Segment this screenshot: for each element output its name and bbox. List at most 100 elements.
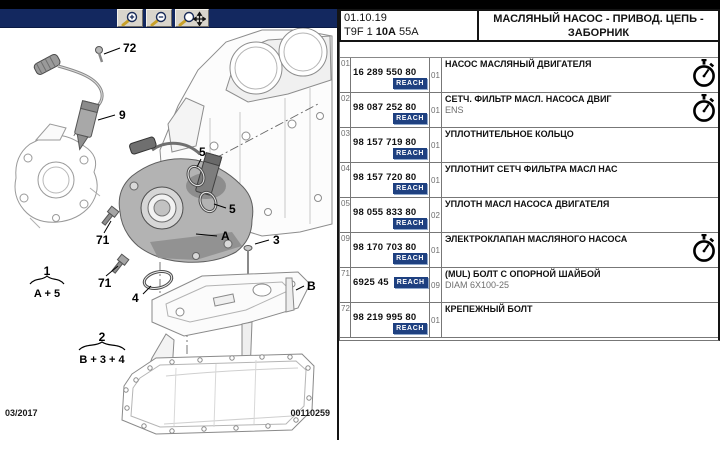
catalog-date: 01.10.19 [344,12,387,24]
table-row[interactable]: 01 16 289 550 80 REACH 01 НАСОС МАСЛЯНЫЙ… [340,58,718,93]
group-1-number: 1 [44,264,51,278]
o-ring-5a [186,164,206,188]
part-description: УПЛОТН МАСЛ НАСОСА ДВИГАТЕЛЯ [445,199,610,209]
pump-cable-connector [129,136,157,155]
parts-diagram-svg: 72 9 5 5 71 71 A 3 4 B 1 A + 5 2 B + 3 +… [14,27,333,435]
callout-labels: 72 9 5 5 71 71 A 3 4 B [96,41,316,305]
part-number: 98 157 720 80 [353,172,417,183]
part-ref: 09 [340,233,351,267]
zoom-out-icon [150,11,167,26]
part-ref: 05 [340,198,351,232]
table-row[interactable]: 09 98 170 703 80 REACH 01 ЭЛЕКТРОКЛАПАН … [340,233,718,268]
reach-badge[interactable]: REACH [393,253,427,264]
table-row[interactable]: 02 98 087 252 80 REACH 01 СЕТЧ. ФИЛЬТР М… [340,93,718,128]
part-ref: 72 [340,303,351,337]
catalog-header: 01.10.19 T9F 1 10A 55A МАСЛЯНЫЙ НАСОС - … [339,9,720,42]
callout-b: B [307,279,316,293]
reach-badge[interactable]: REACH [393,78,427,89]
part-number-cell: 98 087 252 80 REACH [351,93,430,127]
table-row[interactable]: 03 98 157 719 80 REACH 01 УПЛОТНИТЕЛЬНОЕ… [340,128,718,163]
callout-4: 4 [132,291,139,305]
part-description: УПЛОТНИТ СЕТЧ ФИЛЬТРА МАСЛ НАС [445,164,618,174]
top-black-bar [0,0,720,9]
part-qty: 01 [430,303,442,337]
part-description: ЭЛЕКТРОКЛАПАН МАСЛЯНОГО НАСОСА [445,234,628,244]
zoom-pan-icon [178,10,206,26]
group-2-number: 2 [99,330,106,344]
bolt-72 [95,46,104,63]
table-row[interactable]: 05 98 055 833 80 REACH 02 УПЛОТН МАСЛ НА… [340,198,718,233]
reach-badge[interactable]: REACH [393,148,427,159]
part-number: 98 087 252 80 [353,102,417,113]
callout-a: A [221,229,230,243]
part-number: 98 055 833 80 [353,207,417,218]
drawing-number: 00110259 [290,408,330,418]
part-description-cell: КРЕПЕЖНЫЙ БОЛТ [442,303,718,337]
parts-table: 01 16 289 550 80 REACH 01 НАСОС МАСЛЯНЫЙ… [339,42,720,341]
part-number: 6925 45 [353,277,389,288]
part-qty: 01 [430,58,442,92]
zoom-out-button[interactable] [146,9,172,27]
reach-badge[interactable]: REACH [393,183,427,194]
catalog-reference: 01.10.19 T9F 1 10A 55A [341,11,479,40]
part-number-cell: 6925 45 REACH [351,268,430,302]
part-qty: 02 [430,198,442,232]
oil-pump-housing-outline [14,123,101,229]
part-description-cell: НАСОС МАСЛЯНЫЙ ДВИГАТЕЛЯ [442,58,718,92]
part-number-cell: 98 055 833 80 REACH [351,198,430,232]
group-2-brace [78,341,126,351]
part-number: 98 219 995 80 [353,312,417,323]
part-description-cell: (MUL) БОЛТ С ОПОРНОЙ ШАЙБОЙ DIAM 6X100-2… [442,268,718,302]
zoom-in-button[interactable] [117,9,143,27]
oil-pan [121,353,315,435]
table-row[interactable]: 71 6925 45 REACH 09 (MUL) БОЛТ С ОПОРНОЙ… [340,268,718,303]
cable-connector [33,53,61,75]
part-description-sub: ENS [445,105,464,115]
stopwatch-icon [691,59,717,88]
catalog-code: T9F 1 10A 55A [344,25,419,38]
bolt-71a [101,205,120,226]
callout-5b: 5 [229,202,236,216]
reach-badge[interactable]: REACH [393,113,427,124]
table-row[interactable]: 04 98 157 720 80 REACH 01 УПЛОТНИТ СЕТЧ … [340,163,718,198]
reach-badge[interactable]: REACH [393,323,427,334]
page-title: МАСЛЯНЫЙ НАСОС - ПРИВОД. ЦЕПЬ - ЗАБОРНИК [493,13,704,39]
part-ref: 02 [340,93,351,127]
group-1-formula: A + 5 [34,288,60,300]
part-description: КРЕПЕЖНЫЙ БОЛТ [445,304,533,314]
reach-badge[interactable]: REACH [393,277,428,288]
part-description-sub: DIAM 6X100-25 [445,280,510,290]
zoom-pan-button[interactable] [175,9,209,27]
group-1-brace [29,275,65,285]
table-row[interactable]: 72 98 219 995 80 REACH 01 КРЕПЕЖНЫЙ БОЛТ [340,303,718,338]
part-description: НАСОС МАСЛЯНЫЙ ДВИГАТЕЛЯ [445,59,592,69]
part-description: (MUL) БОЛТ С ОПОРНОЙ ШАЙБОЙ [445,269,601,279]
part-number-cell: 98 219 995 80 REACH [351,303,430,337]
part-number-cell: 98 157 719 80 REACH [351,128,430,162]
part-qty: 09 [430,268,442,302]
part-qty: 01 [430,128,442,162]
part-description-cell: УПЛОТН МАСЛ НАСОСА ДВИГАТЕЛЯ [442,198,718,232]
part-number: 16 289 550 80 [353,67,417,78]
table-spacer [340,42,718,58]
revision-date: 03/2017 [5,408,38,418]
group-2-formula: B + 3 + 4 [79,354,125,366]
part-qty: 01 [430,163,442,197]
exploded-view-drawing: 72 9 5 5 71 71 A 3 4 B 1 A + 5 2 B + 3 +… [0,27,337,440]
part-number-cell: 98 157 720 80 REACH [351,163,430,197]
group-labels: 1 A + 5 2 B + 3 + 4 [29,264,126,366]
part-number-cell: 16 289 550 80 REACH [351,58,430,92]
oil-pump-a [118,136,254,263]
o-ring-5b [198,190,218,214]
part-ref: 71 [340,268,351,302]
part-qty: 01 [430,233,442,267]
reach-badge[interactable]: REACH [393,218,427,229]
part-qty: 01 [430,93,442,127]
zoom-in-icon [121,11,138,26]
callout-71a: 71 [96,233,110,247]
callout-3: 3 [273,233,280,247]
stopwatch-icon [691,94,717,123]
part-description-cell: УПЛОТНИТ СЕТЧ ФИЛЬТРА МАСЛ НАС [442,163,718,197]
solenoid-valve-9 [33,53,104,151]
callout-71b: 71 [98,276,112,290]
